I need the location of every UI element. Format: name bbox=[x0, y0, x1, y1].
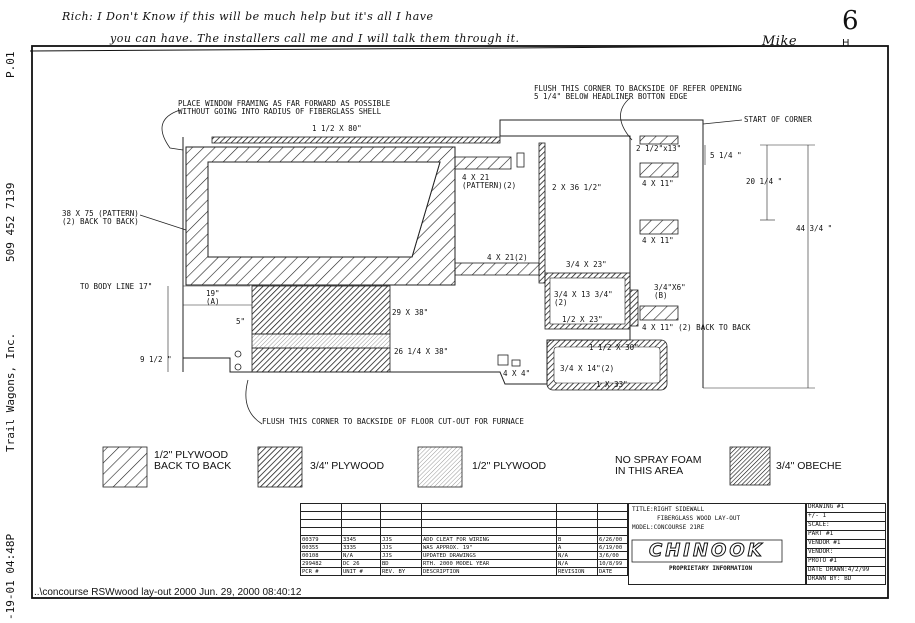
label-4x11-btb: 4 X 11" (2) BACK TO BACK bbox=[642, 323, 751, 332]
legend-swatch-3 bbox=[417, 446, 463, 488]
label-29x38: 29 X 38" bbox=[392, 308, 429, 317]
piece-4x21-pattern bbox=[454, 156, 512, 170]
page-border bbox=[31, 45, 889, 599]
label-2.5x13: 2 1/2"x13" bbox=[636, 144, 682, 153]
label-4x11-b: 4 X 11" bbox=[642, 236, 674, 245]
handwritten-line-2: you can have. The installers call me and… bbox=[110, 32, 520, 45]
piece-4x11-btb bbox=[639, 305, 679, 321]
label-3/4x6: 3/4"X6" (B) bbox=[654, 283, 686, 300]
window-note: PLACE WINDOW FRAMING AS FAR FORWARD AS P… bbox=[178, 99, 391, 116]
label-44.75: 44 3/4 " bbox=[796, 224, 833, 233]
brand-logo: CHINOOK bbox=[649, 540, 765, 562]
page-mark: H bbox=[842, 38, 850, 49]
floor-note: FLUSH THIS CORNER TO BACKSIDE OF FLOOR C… bbox=[262, 417, 524, 426]
piece-4x21 bbox=[454, 262, 540, 276]
label-to-body-line: TO BODY LINE 17" bbox=[80, 282, 153, 291]
piece-4x11-b bbox=[639, 219, 679, 235]
handwritten-line-1: Rich: I Don't Know if this will be much … bbox=[62, 10, 434, 23]
drawing-title: TITLE:RIGHT SIDEWALL bbox=[632, 506, 705, 513]
legend-swatch-2 bbox=[257, 446, 303, 488]
title-block-right: DRAWING #1 +/- 1 SCALE: PART #1 VENDOR #… bbox=[806, 503, 886, 585]
label-1/2x23: 1/2 X 23" bbox=[562, 315, 603, 324]
lower-plywood-29x38 bbox=[251, 285, 391, 335]
handwritten-page-number: 6 bbox=[842, 6, 860, 36]
label-5.25: 5 1/4 " bbox=[710, 151, 742, 160]
piece-2x36 bbox=[538, 142, 546, 284]
legend-swatch-5 bbox=[729, 446, 771, 486]
label-top-strip: 1 1/2 X 80" bbox=[312, 124, 362, 133]
legend-label-2: 3/4" PLYWOOD bbox=[310, 460, 385, 472]
legend-label-1: 1/2" PLYWOOD BACK TO BACK bbox=[154, 449, 232, 472]
label-4x11-a: 4 X 11" bbox=[642, 179, 674, 188]
label-3/4x14: 3/4 X 14"(2) bbox=[560, 364, 615, 373]
legend-label-3: 1/2" PLYWOOD bbox=[472, 460, 547, 472]
label-4x4: 4 X 4" bbox=[503, 369, 531, 378]
refer-note: FLUSH THIS CORNER TO BACKSIDE OF REFER O… bbox=[534, 84, 742, 101]
drawing-model: MODEL:CONCOURSE 21RE bbox=[632, 524, 705, 531]
top-strip bbox=[211, 136, 501, 144]
label-26x38: 26 1/4 X 38" bbox=[394, 347, 449, 356]
label-3/4x13: 3/4 X 13 3/4" (2) bbox=[554, 290, 613, 307]
window-opening bbox=[207, 161, 441, 258]
piece-4x11-a bbox=[639, 162, 679, 178]
label-5in: 5" bbox=[236, 317, 246, 326]
lower-plywood-half bbox=[251, 333, 391, 349]
legend-label-5: 3/4" OBECHE bbox=[776, 460, 842, 472]
legend-swatch-1 bbox=[102, 446, 148, 488]
label-1x33: 1 X 33" bbox=[596, 380, 628, 389]
label-38x75: 38 X 75 (PATTERN) (2) BACK TO BACK) bbox=[62, 209, 139, 226]
start-of-corner-label: START OF CORNER bbox=[744, 115, 812, 124]
proprietary-label: PROPRIETARY INFORMATION bbox=[669, 565, 753, 572]
label-4x21-2: 4 X 21(2) bbox=[487, 253, 528, 262]
label-1.5x30: 1 1/2 X 30" bbox=[589, 343, 639, 352]
drawing-subtitle: FIBERGLASS WOOD LAY-OUT bbox=[657, 515, 741, 522]
label-20.25: 20 1/4 " bbox=[746, 177, 783, 186]
label-9.5: 9 1/2 " bbox=[140, 355, 172, 364]
title-block-center: TITLE:RIGHT SIDEWALL FIBERGLASS WOOD LAY… bbox=[628, 503, 806, 585]
footer-file-path: ..\concourse RSWwood lay-out 2000 Jun. 2… bbox=[34, 587, 302, 598]
label-2x36: 2 X 36 1/2" bbox=[552, 183, 602, 192]
label-19a: 19" (A) bbox=[206, 289, 220, 306]
label-4x21-pattern: 4 X 21 (PATTERN)(2) bbox=[462, 173, 517, 190]
lower-plywood-26x38 bbox=[251, 347, 391, 373]
label-3/4x23: 3/4 X 23" bbox=[566, 260, 607, 269]
legend-label-4: NO SPRAY FOAM IN THIS AREA bbox=[615, 454, 702, 477]
piece-2.5x13 bbox=[639, 135, 679, 145]
